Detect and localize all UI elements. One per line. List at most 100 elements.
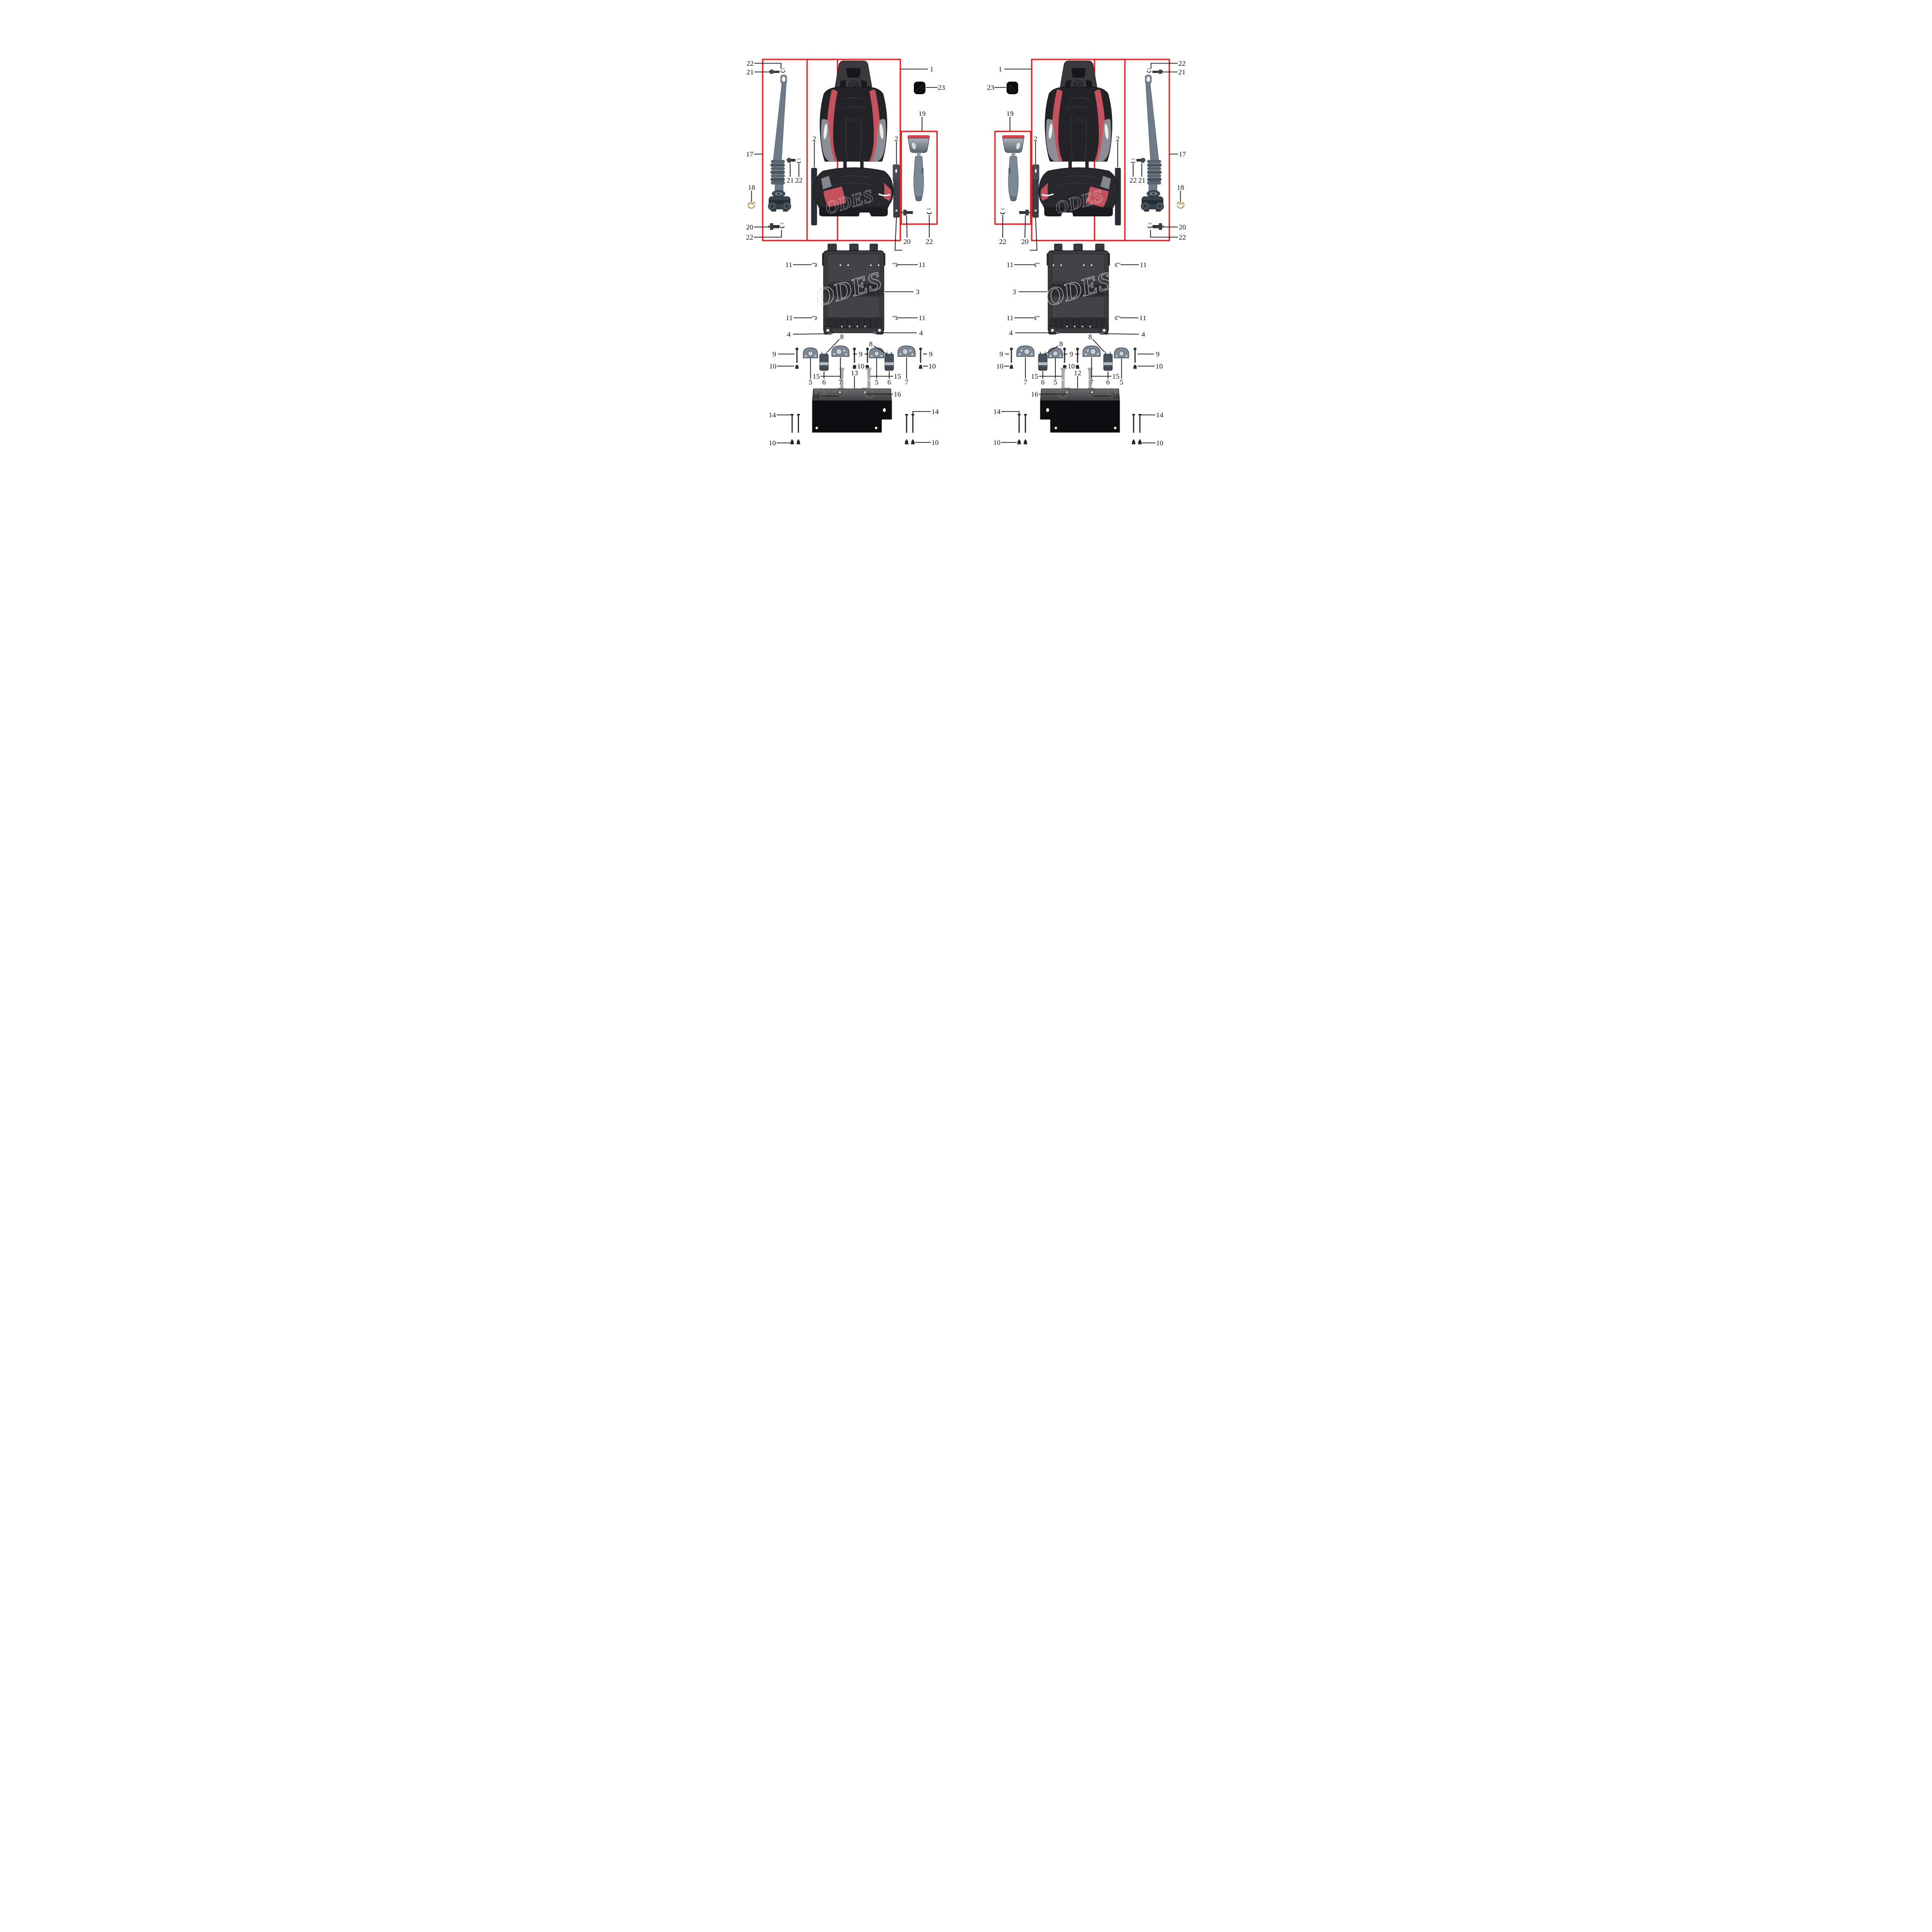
callout-label-5: 5	[875, 379, 879, 386]
callout-label-20: 20	[904, 238, 911, 246]
parts-diagram: ODES ODES ODES ODES 22211718202221222212…	[746, 0, 1187, 447]
callout-label-12: 12	[1074, 369, 1081, 377]
callout-label-17: 17	[746, 151, 754, 158]
callout-label-6: 6	[1041, 379, 1045, 386]
callout-label-5: 5	[809, 379, 812, 386]
callout-label-5: 5	[1120, 379, 1123, 386]
callout-label-9: 9	[1069, 351, 1073, 358]
callout-leader	[1044, 345, 1059, 355]
callout-label-7: 7	[838, 379, 842, 386]
callout-label-15: 15	[813, 373, 820, 381]
callout-label-21: 21	[1138, 177, 1146, 185]
callout-label-10: 10	[1156, 440, 1164, 447]
callout-label-14: 14	[994, 408, 1001, 416]
callout-label-16: 16	[813, 393, 821, 400]
callout-label-7: 7	[905, 379, 909, 386]
callout-label-20: 20	[1179, 224, 1186, 231]
callout-label-8: 8	[1059, 341, 1063, 348]
callout-leader	[1151, 63, 1178, 69]
callout-label-22: 22	[746, 234, 753, 242]
callout-label-22: 22	[926, 238, 933, 246]
callout-label-10: 10	[996, 363, 1004, 370]
callout-label-18: 18	[1177, 184, 1184, 192]
callout-label-22: 22	[999, 238, 1007, 246]
callout-leader	[1001, 411, 1020, 415]
callout-label-11: 11	[786, 314, 793, 322]
callout-label-21: 21	[1179, 69, 1186, 76]
callout-leader	[1092, 339, 1105, 353]
callout-label-10: 10	[769, 440, 776, 447]
callout-label-21: 21	[747, 69, 754, 76]
callout-label-15: 15	[894, 373, 901, 381]
left-half-art	[748, 59, 937, 444]
callout-label-19: 19	[1007, 110, 1014, 118]
callout-label-4: 4	[787, 331, 791, 339]
callout-label-22: 22	[796, 177, 803, 185]
callout-label-7: 7	[1090, 379, 1094, 386]
callout-label-9: 9	[859, 351, 863, 358]
callout-label-11: 11	[1139, 314, 1146, 322]
callout-label-11: 11	[785, 261, 792, 269]
callout-label-19: 19	[919, 110, 926, 118]
callout-label-6: 6	[887, 379, 891, 386]
callout-label-8: 8	[1088, 333, 1092, 341]
callout-label-15: 15	[1031, 373, 1038, 381]
callout-label-8: 8	[840, 333, 844, 341]
callout-label-2: 2	[1034, 135, 1037, 143]
callout-label-18: 18	[748, 184, 755, 192]
callout-label-10: 10	[857, 363, 865, 370]
callout-label-1: 1	[998, 66, 1002, 73]
callout-label-1: 1	[930, 66, 934, 73]
callout-label-10: 10	[1068, 363, 1075, 370]
callout-label-4: 4	[1009, 329, 1013, 337]
left-half: ODES ODES	[748, 59, 937, 444]
callout-label-23: 23	[987, 84, 994, 92]
callout-label-9: 9	[1156, 351, 1160, 358]
callout-label-14: 14	[1156, 412, 1164, 419]
callout-label-22: 22	[747, 60, 754, 68]
callout-label-6: 6	[1106, 379, 1110, 386]
callout-leader	[827, 339, 840, 353]
callout-label-11: 11	[1140, 261, 1147, 269]
callout-label-20: 20	[1022, 238, 1029, 246]
callout-leader	[873, 345, 888, 355]
callout-label-11: 11	[919, 314, 925, 322]
callout-label-9: 9	[929, 351, 933, 358]
callout-label-21: 21	[787, 177, 794, 185]
callout-label-7: 7	[1023, 379, 1027, 386]
callout-label-9: 9	[999, 351, 1003, 358]
callout-label-23: 23	[938, 84, 945, 92]
callout-label-5: 5	[1053, 379, 1057, 386]
callout-leader	[1150, 230, 1178, 238]
callout-label-10: 10	[929, 363, 936, 370]
callout-label-10: 10	[1156, 363, 1163, 370]
callout-leader	[754, 230, 782, 238]
right-half: ODES ODES	[995, 59, 1184, 444]
callout-label-4: 4	[1141, 331, 1145, 339]
callout-label-9: 9	[772, 351, 776, 358]
callout-label-10: 10	[769, 363, 777, 370]
callout-leader	[754, 63, 781, 69]
callout-label-17: 17	[1179, 151, 1187, 158]
right-half-art	[995, 59, 1184, 444]
callout-label-2: 2	[895, 135, 898, 143]
callout-label-15: 15	[1112, 373, 1120, 381]
callout-label-22: 22	[1179, 234, 1186, 242]
callout-label-2: 2	[812, 135, 816, 143]
callout-label-10: 10	[994, 439, 1001, 447]
callout-label-16: 16	[1112, 393, 1120, 400]
callout-label-10: 10	[932, 439, 939, 447]
callout-label-3: 3	[916, 288, 920, 296]
callout-label-13: 13	[851, 369, 858, 377]
callout-leader	[777, 414, 793, 418]
callout-label-8: 8	[869, 341, 873, 348]
callout-label-22: 22	[1179, 60, 1186, 68]
callout-leader	[912, 411, 931, 415]
callout-label-11: 11	[919, 261, 925, 269]
callout-label-20: 20	[746, 224, 753, 231]
callout-label-11: 11	[1007, 261, 1013, 269]
callout-leader	[1139, 414, 1155, 418]
callout-label-2: 2	[1116, 135, 1120, 143]
